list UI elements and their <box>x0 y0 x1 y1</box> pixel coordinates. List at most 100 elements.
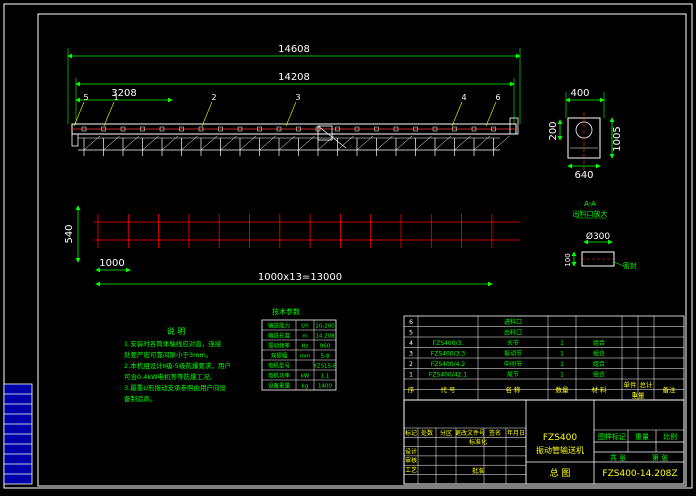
bolt-box <box>276 126 282 132</box>
scale-label: 比例 <box>663 432 677 441</box>
bom-cell: 组合 <box>593 371 605 379</box>
params-cell: 960 <box>320 344 331 350</box>
callout-leader <box>103 101 115 127</box>
params-title: 技术参数 <box>272 307 300 316</box>
bom-cell: FZS400/4.2 <box>431 361 466 368</box>
bom-weight-label: 重量 <box>632 392 646 400</box>
params-cell: YZS15-6 <box>312 364 337 370</box>
bolt-box <box>179 126 184 132</box>
params-cell: 1.1 <box>321 374 330 380</box>
side-view: 400 200 1005 640 <box>548 88 623 181</box>
tb-header-cell: 更改文件号 <box>455 429 485 437</box>
dim-left-label: 3208 <box>111 88 136 99</box>
product-line1: FZS400 <box>543 433 578 443</box>
bom-cell: FZS400/3. <box>433 340 464 347</box>
dim-overall-label: 14608 <box>278 44 310 55</box>
bolt-box <box>198 126 204 132</box>
support-brace <box>454 135 471 151</box>
sheet-no: 第 张 <box>652 453 668 462</box>
callout-number: 1 <box>113 93 118 102</box>
callout-number: 2 <box>211 93 216 102</box>
params-cell: kg <box>302 384 309 390</box>
tb-header-cell: 年月日 <box>507 429 525 437</box>
drive-unit <box>317 125 333 141</box>
bom-header-cell: 材 料 <box>591 385 607 394</box>
callout-number: 6 <box>495 93 500 102</box>
side-dim-width: 400 <box>570 88 589 99</box>
support-brace <box>181 135 198 151</box>
section-leader-label: 密封 <box>623 261 637 270</box>
params-cell: m <box>302 334 307 340</box>
section-label: A-A <box>584 200 596 208</box>
bom-cell: 组合 <box>593 360 605 368</box>
bolt-box <box>140 126 145 132</box>
notes-lines: 1.安装时各筒体轴线应对直，连接 处要严密可靠间隙小于3mm。2.本机组设计Ⅱ级… <box>124 339 231 403</box>
callout-leader <box>285 101 297 127</box>
bom-cell: 组合 <box>593 350 605 358</box>
tb-role-label: 审核 <box>405 457 417 465</box>
section-title: 出料口放大 <box>573 209 608 218</box>
drawing-name: 总 图 <box>550 467 571 479</box>
params-cell: 输送长度 <box>268 332 291 340</box>
params-cell: 电机型号 <box>268 362 291 370</box>
stage-label: 图样标记 <box>598 432 626 441</box>
bom-cell: 振动节 <box>504 350 522 358</box>
title-block: 标记处数分区更改文件号签名年月日设计审核工艺标准化批准 FZS400 振动管输送… <box>403 399 685 485</box>
params-cell: 双振幅 <box>271 352 288 360</box>
dim-inner-label: 14208 <box>278 72 310 83</box>
bom-cell: 1 <box>560 351 564 358</box>
note-line: 1.安装时各筒体轴线应对直，连接 <box>124 339 222 348</box>
bom-cell: 尾节 <box>507 371 519 379</box>
note-line: 可合0.4kW电机等等防爆工况。 <box>124 372 216 381</box>
support-brace <box>434 135 452 151</box>
tb-header-cell: 处数 <box>421 429 433 437</box>
section-dim-diameter: Ø300 <box>586 231 611 242</box>
inner-frame <box>37 13 687 487</box>
bom-cell: 2 <box>409 361 413 368</box>
bom-header-cell: 代 号 <box>440 385 456 394</box>
support-brace <box>298 135 315 151</box>
params-cell: 14.208 <box>315 334 335 340</box>
support-brace <box>200 135 218 151</box>
params-cell: 10-200 <box>315 324 335 330</box>
params-cell: 5-8 <box>321 354 330 360</box>
bolt-box <box>432 126 438 132</box>
bom-cell: 中间节 <box>504 360 522 368</box>
notes-block: 说 明 1.安装时各筒体轴线应对直，连接 处要严密可靠间隙小于3mm。2.本机组… <box>124 326 231 403</box>
tb-role-label: 设计 <box>405 447 417 455</box>
bolt-box <box>101 126 106 132</box>
bolt-box <box>354 126 360 132</box>
params-cell: 设备重量 <box>268 382 291 390</box>
bom-cell: 组合 <box>593 339 605 347</box>
bolt-box <box>296 126 301 132</box>
notes-title: 说 明 <box>167 326 186 336</box>
support-group <box>81 126 510 156</box>
bolt-box <box>374 126 379 132</box>
bom-cell: 3 <box>409 351 413 358</box>
binding-strip-table <box>3 383 33 485</box>
bolt-box <box>159 126 165 132</box>
params-cell: kW <box>301 374 310 380</box>
outer-frame <box>3 3 693 489</box>
callout-leader <box>201 101 213 127</box>
support-brace <box>317 135 335 151</box>
bom-cell: FZS400/3.3 <box>431 351 466 358</box>
note-line: 2.本机组设计Ⅱ级-5级防爆要求，用户 <box>124 361 231 370</box>
plan-view: 540 1000 1000x13=13000 <box>64 205 520 287</box>
bolt-box <box>393 126 399 132</box>
support-brace <box>259 135 276 151</box>
section-detail: A-A 出料口放大 Ø300 100 密封 <box>564 200 637 270</box>
sheet-total: 共 张 <box>610 453 626 462</box>
tb-header-cell: 标记 <box>405 429 417 437</box>
plan-support-ticks <box>97 214 493 248</box>
bolt-box <box>120 126 126 132</box>
title-block-left-grid: 标记处数分区更改文件号签名年月日设计审核工艺标准化批准 <box>404 427 527 484</box>
bom-cell: 头节 <box>507 339 519 347</box>
inlet-port <box>509 117 519 135</box>
side-dim-bottom: 640 <box>574 170 593 181</box>
